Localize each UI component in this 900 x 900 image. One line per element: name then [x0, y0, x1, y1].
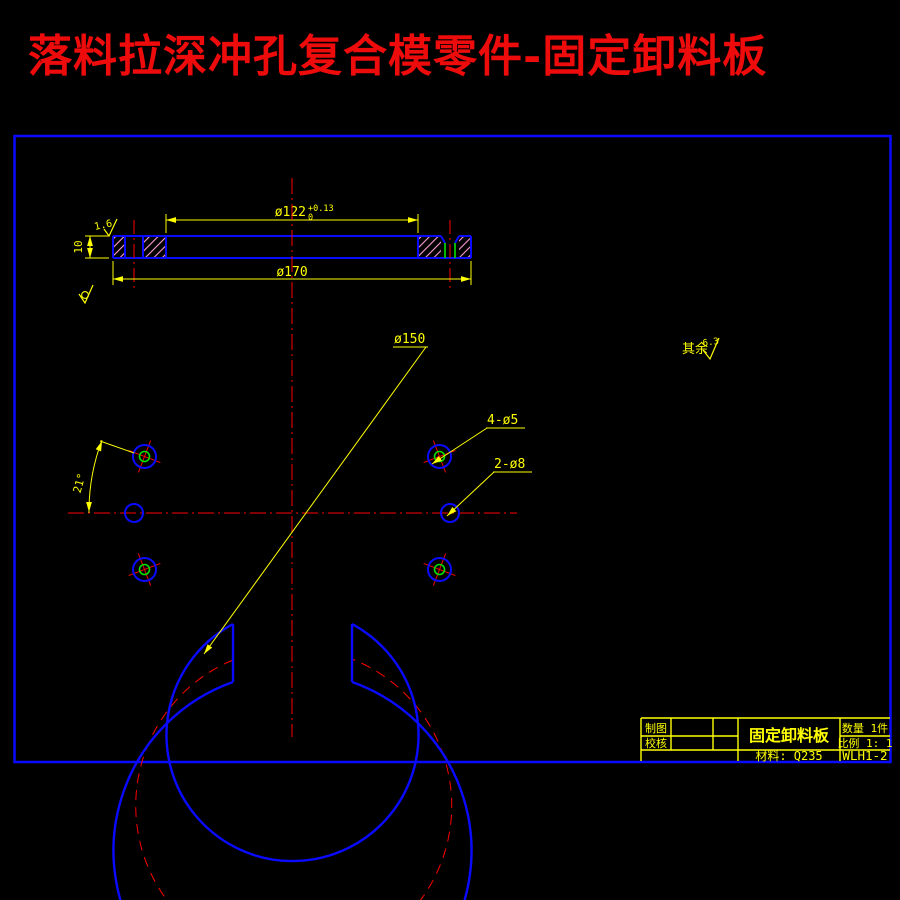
hatch-area	[418, 236, 441, 258]
roughness-check-icon	[702, 337, 720, 361]
label-4xd5-text: 4-ø5	[487, 413, 518, 428]
title-block: 制图 校核 固定卸料板 数量 1件 比例 1: 1 材料: Q235 WLH1-…	[640, 717, 893, 763]
quantity-value: 数量 1件	[842, 722, 888, 735]
drawing-number: WLH1-2	[842, 748, 887, 763]
hatch-area	[143, 236, 166, 258]
hole-label-2xd8: 2-ø8	[445, 457, 532, 519]
dim-170-text: ø170	[276, 265, 307, 280]
hatch-area	[113, 236, 125, 258]
angle-21-text: 21°	[71, 472, 89, 495]
dim-thickness-10: 10	[72, 235, 109, 259]
hatch-area	[459, 236, 471, 258]
label-2xd8-text: 2-ø8	[494, 457, 525, 472]
surface-note-prefix: 其余	[682, 341, 708, 357]
angle-dim-21: 21°	[71, 439, 135, 514]
countersunk-hole-wall	[444, 243, 456, 258]
material-value: 材料: Q235	[755, 749, 822, 763]
hole-label-4xd5: 4-ø5	[430, 413, 525, 467]
plan-view: ø150 4-ø5 2-ø8 21°	[68, 178, 532, 900]
surface-note: 其余 6.3	[682, 337, 720, 361]
part-name: 固定卸料板	[749, 726, 830, 745]
dim-10-text: 10	[72, 240, 85, 253]
drawn-by-label: 制图	[645, 722, 667, 735]
dim-122-text: ø122	[275, 205, 306, 220]
section-hole-centerlines	[133, 220, 451, 290]
roughness-1-6-symbol: 1.6	[93, 218, 118, 238]
dim-150-text: ø150	[394, 332, 425, 347]
roughness-symbol-bottom	[78, 284, 94, 305]
roughness-1-6-value: 1.6	[93, 218, 113, 233]
plate-profile	[112, 622, 473, 900]
dim-122-tol-upper: +0.13	[308, 204, 334, 214]
bolt-circle	[135, 658, 453, 900]
drawing-frame	[13, 134, 892, 764]
screw-hole-upper-right	[423, 440, 456, 473]
checked-by-label: 校核	[645, 736, 667, 750]
scale-value: 比例 1: 1	[837, 736, 892, 750]
screw-hole-lower-right	[423, 553, 456, 586]
dim-diameter-170: ø170	[112, 261, 472, 285]
pin-hole-right	[440, 503, 460, 523]
screw-hole-upper-left	[128, 440, 161, 473]
screw-hole-lower-left	[128, 553, 161, 586]
page-title: 落料拉深冲孔复合模零件-固定卸料板	[28, 31, 768, 82]
section-view: ø122 +0.13 0 ø170	[72, 204, 472, 305]
pin-hole-left	[124, 503, 144, 523]
bolt-circle-dim-150: ø150	[201, 332, 428, 656]
dim-122-tol-lower: 0	[308, 213, 313, 223]
